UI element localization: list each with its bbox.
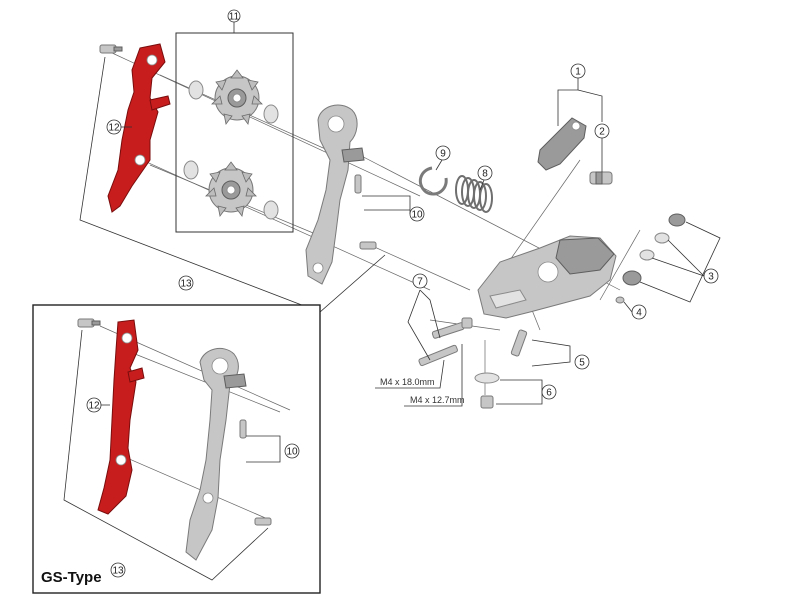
washer-group-lower (183, 160, 279, 220)
inset-outer-plate-red (97, 319, 145, 515)
callout-6: 6 (496, 379, 557, 405)
callout-4: 4 (623, 301, 647, 320)
inset-callout-12: 12 (86, 397, 110, 413)
callout-12: 12 (106, 119, 132, 135)
inset-plate-screw (77, 318, 101, 328)
bolt-5 (510, 329, 528, 357)
tension-spring (455, 175, 493, 213)
inset-inner-plate (185, 347, 247, 561)
bolt-spec-labels: M4 x 18.0mm M4 x 12.7mm (375, 344, 465, 407)
gs-type-inset: 12 10 13 GS-Type (32, 304, 321, 594)
callout-7: 7 (407, 273, 441, 361)
svg-text:4: 4 (636, 308, 642, 319)
pulley-set-box (175, 32, 294, 233)
inset-plate-bolts-10 (239, 419, 272, 526)
svg-text:9: 9 (440, 149, 446, 160)
svg-text:8: 8 (482, 169, 488, 180)
svg-text:3: 3 (708, 272, 714, 283)
bolt-6 (474, 372, 500, 409)
bracket-part (537, 117, 587, 171)
svg-text:12: 12 (88, 401, 100, 412)
svg-text:5: 5 (579, 358, 585, 369)
derailleur-body (477, 235, 617, 319)
callout-9: 9 (435, 145, 451, 171)
bolt-spec-short: M4 x 12.7mm (410, 395, 465, 405)
clip-ring (418, 166, 448, 196)
svg-text:7: 7 (417, 277, 423, 288)
lower-pulley (205, 161, 257, 217)
svg-text:10: 10 (286, 447, 298, 458)
svg-text:11: 11 (229, 12, 240, 23)
inner-plate (305, 104, 365, 285)
callout-2: 2 (594, 123, 610, 172)
callout-1: 1 (557, 63, 603, 126)
adjust-screw-2 (589, 171, 613, 185)
plate-bolts-10 (354, 174, 377, 250)
callout-8: 8 (477, 165, 493, 191)
callout-5: 5 (531, 339, 590, 370)
svg-text:13: 13 (180, 279, 192, 290)
svg-text:2: 2 (599, 127, 605, 138)
svg-text:10: 10 (411, 210, 423, 221)
washer-group-upper (188, 80, 279, 124)
bolts-7 (418, 317, 473, 367)
svg-text:6: 6 (546, 388, 552, 399)
callout-11: 11 (227, 9, 241, 33)
gs-type-title: GS-Type (41, 569, 102, 586)
inset-callout-10: 10 (246, 435, 300, 463)
callout-13: 13 (79, 56, 386, 313)
upper-pulley (211, 69, 263, 125)
bolt-spec-long: M4 x 18.0mm (380, 377, 435, 387)
callout-3: 3 (639, 221, 721, 303)
plate-screw-top (99, 44, 123, 54)
svg-text:13: 13 (112, 566, 124, 577)
svg-text:12: 12 (108, 123, 120, 134)
svg-text:1: 1 (575, 67, 581, 78)
inset-callout-13: 13 (63, 329, 269, 581)
callout-10: 10 (362, 195, 425, 222)
outer-plate-red (107, 43, 171, 213)
nut-stack-3 (615, 213, 686, 304)
